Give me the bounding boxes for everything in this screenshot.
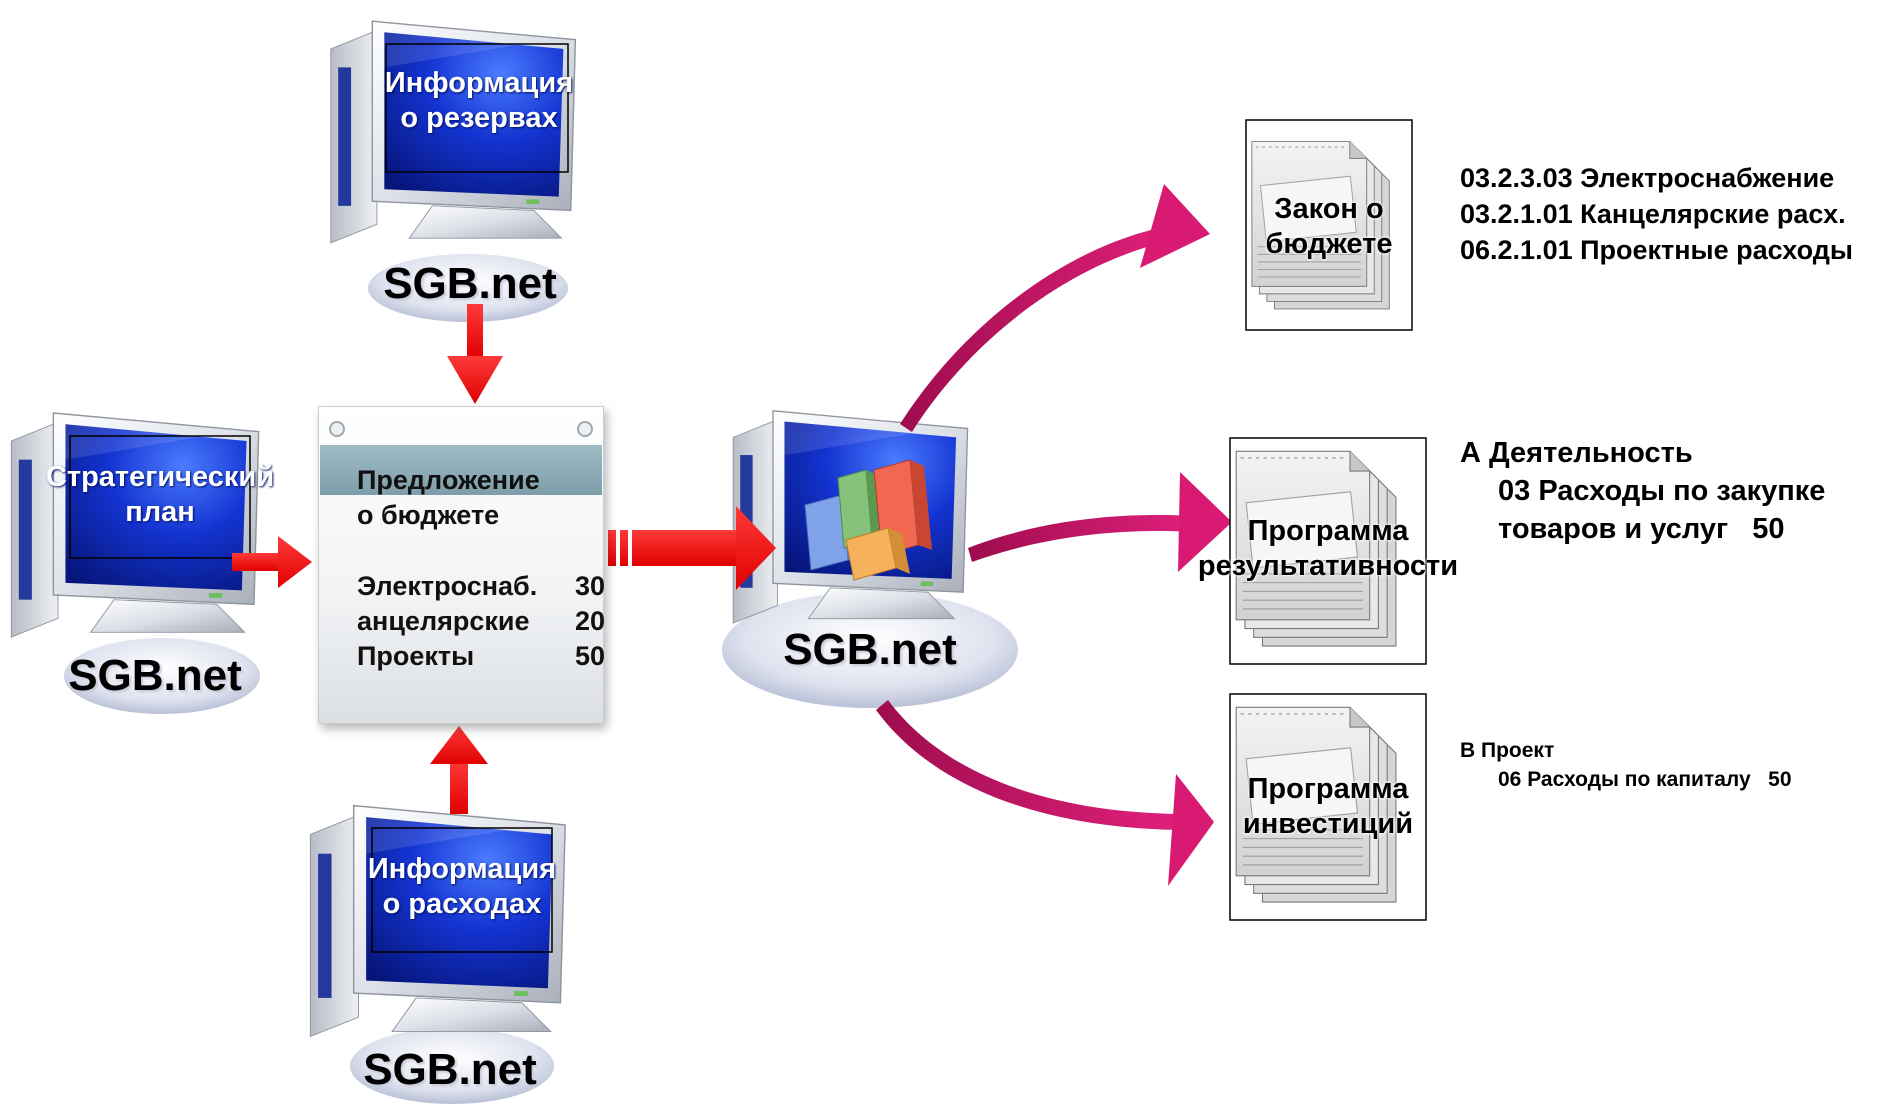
arrow-top-to-proposal (447, 304, 503, 404)
bottom-screen-line2: о расходах (382, 887, 542, 920)
law-document-line2: бюджете (1265, 227, 1393, 260)
law-details: 03.2.3.03 Электроснабжение 03.2.1.01 Кан… (1460, 160, 1853, 268)
top-sgb-caption: SGB.net (383, 259, 557, 308)
proposal-title-line2: о бюджете (357, 500, 500, 531)
center-base-ellipse (722, 592, 1018, 708)
top-screen-line2: о резервах (400, 101, 558, 134)
arrow-left-to-proposal (232, 536, 312, 588)
law-document (1245, 119, 1413, 331)
investment-document-line2: инвестиций (1242, 807, 1414, 840)
top-screen-frame (385, 43, 569, 173)
top-screen-label: Информация о резервах (364, 66, 594, 136)
proposal-row-label: анцелярские (357, 606, 530, 636)
law-detail-line: 03.2.3.03 Электроснабжение (1460, 163, 1835, 193)
bottom-sgb-caption: SGB.net (363, 1045, 537, 1094)
proposal-row-value: 20 (574, 606, 605, 636)
bottom-computer (309, 804, 566, 1104)
proposal-row: Электроснаб. 30 (357, 571, 605, 602)
arrow-bottom-to-proposal (430, 726, 488, 814)
performance-document (1229, 437, 1427, 665)
performance-detail-line3: товаров и услуг 50 (1498, 513, 1785, 545)
left-screen-line1: Стратегический (45, 461, 275, 493)
top-computer (330, 20, 577, 322)
performance-document-line2: результативности (1197, 549, 1459, 582)
left-base-ellipse (64, 638, 260, 714)
arrow-center-to-law (900, 184, 1210, 432)
performance-document-label: Программа результативности (1180, 514, 1476, 584)
proposal-row-value: 50 (574, 641, 605, 671)
bar-chart-icon (804, 459, 932, 581)
investment-document-label: Программа инвестиций (1220, 772, 1436, 842)
window-left-dot-icon (329, 421, 345, 437)
proposal-row: анцелярские 20 (357, 606, 605, 637)
investment-details: В Проект 06 Расходы по капиталу 50 (1460, 736, 1792, 794)
top-screen-line1: Информация (384, 67, 574, 99)
top-base-ellipse (368, 254, 568, 322)
left-screen-label: Стратегический план (34, 460, 286, 530)
investment-document-line1: Программа (1247, 773, 1409, 805)
law-document-label: Закон о бюджете (1246, 192, 1412, 262)
proposal-title-bar (320, 445, 602, 495)
proposal-row-label: Проекты (357, 641, 475, 671)
proposal-row-label: Электроснаб. (357, 571, 538, 601)
bottom-screen-line1: Информация (367, 853, 557, 885)
proposal-title: Предложение о бюджете (357, 463, 540, 533)
investment-detail-line2: 06 Расходы по капиталу 50 (1498, 768, 1792, 791)
center-computer (722, 410, 1018, 708)
investment-document (1229, 693, 1427, 921)
arrow-center-to-performance (968, 472, 1232, 572)
proposal-row-value: 30 (574, 571, 605, 601)
arrow-proposal-to-center (608, 506, 776, 590)
performance-document-line1: Программа (1247, 515, 1409, 547)
law-document-line1: Закон о (1274, 193, 1384, 225)
left-screen-frame (69, 435, 251, 559)
left-screen-line2: план (125, 495, 195, 528)
bottom-screen-frame (371, 827, 553, 953)
proposal-row: Проекты 50 (357, 641, 605, 672)
budget-proposal-window: Предложение о бюджете Электроснаб. 30 ан… (318, 406, 605, 724)
law-detail-line: 03.2.1.01 Канцелярские расх. (1460, 199, 1846, 229)
law-detail-line: 06.2.1.01 Проектные расходы (1460, 235, 1853, 265)
investment-detail-line1: В Проект (1460, 739, 1555, 762)
left-computer (10, 412, 260, 714)
performance-details: А Деятельность 03 Расходы по закупке тов… (1460, 434, 1825, 548)
window-right-dot-icon (577, 421, 593, 437)
bottom-base-ellipse (350, 1028, 554, 1104)
arrow-center-to-investment (876, 700, 1214, 886)
bottom-screen-label: Информация о расходах (346, 852, 578, 922)
proposal-title-line1: Предложение (357, 465, 540, 495)
center-sgb-caption: SGB.net (783, 625, 957, 674)
performance-detail-line1: А Деятельность (1460, 437, 1693, 469)
performance-detail-line2: 03 Расходы по закупке (1498, 475, 1826, 507)
left-sgb-caption: SGB.net (68, 651, 242, 700)
